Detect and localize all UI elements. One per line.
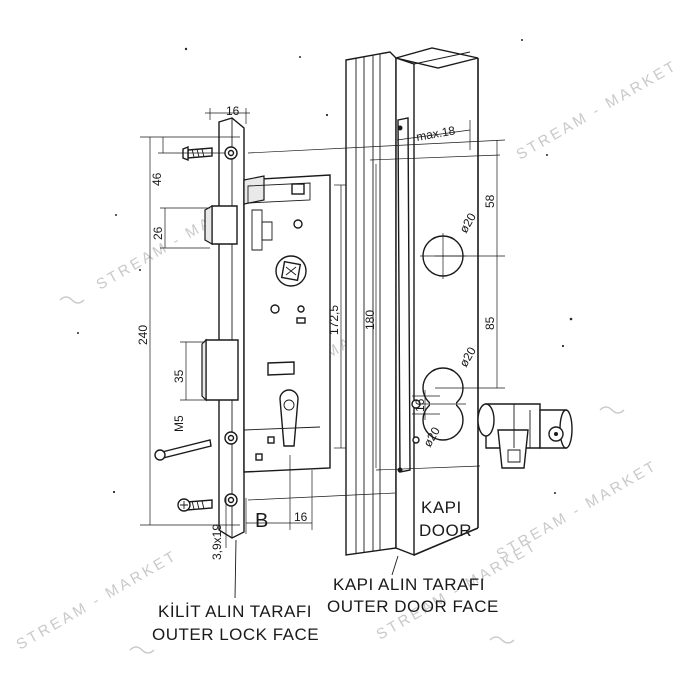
watermark-wave [599,406,625,414]
latch-height-label: 26 [151,226,165,240]
lock-faceplate [218,117,245,539]
deadbolt-height-label: 35 [172,369,186,383]
watermark-wave [489,636,515,644]
dimension-lines-left [140,108,250,548]
leader-lines [234,539,399,599]
watermark-wave [129,646,155,654]
screw-size-label: 3,9x19 [210,524,224,560]
screws [154,145,213,512]
latch-bolt [204,204,238,246]
top-hole-offset-label: 46 [150,172,164,186]
cylinder-gap-label: 16 [413,398,427,412]
watermark-wave [59,296,85,304]
cylinder-cutout [267,361,299,447]
max-depth-label: max.18 [415,123,457,144]
lock-face-label-tr: KİLİT ALIN TARAFI [158,602,312,621]
total-height-label: 240 [136,325,150,345]
body-height-label: 172,5 [327,305,341,335]
scan-specks [77,39,573,494]
watermark-text: STREAM - MARKET [514,57,681,163]
cylinder-hole-label: ø20 [456,344,479,369]
slot-height-label: 180 [363,310,377,330]
door-profile [345,47,479,557]
dimension-lines-body [245,184,350,534]
lock-face-label-en: OUTER LOCK FACE [152,625,319,644]
spindle-to-cylinder-label: 85 [483,316,497,330]
top-to-spindle-label: 58 [483,194,497,208]
door-face-label-en: OUTER DOOR FACE [327,597,499,616]
spindle-hole-label: ø20 [456,210,479,235]
bottom-offset-label: 16 [294,510,308,524]
door-face-label-tr: KAPI ALIN TARAFI [333,575,485,594]
door-label-tr: KAPI [421,498,462,517]
lock-slot [397,117,411,473]
backset-symbol: B [255,510,268,532]
spindle-follower [275,255,307,287]
screw-thread-label: M5 [172,415,186,432]
dimension-lines-door [247,120,506,501]
lock-body [243,174,331,473]
faceplate-width-label: 16 [226,104,240,118]
euro-cylinder [477,403,573,469]
door-label-en: DOOR [419,521,472,540]
dead-bolt [201,338,239,402]
